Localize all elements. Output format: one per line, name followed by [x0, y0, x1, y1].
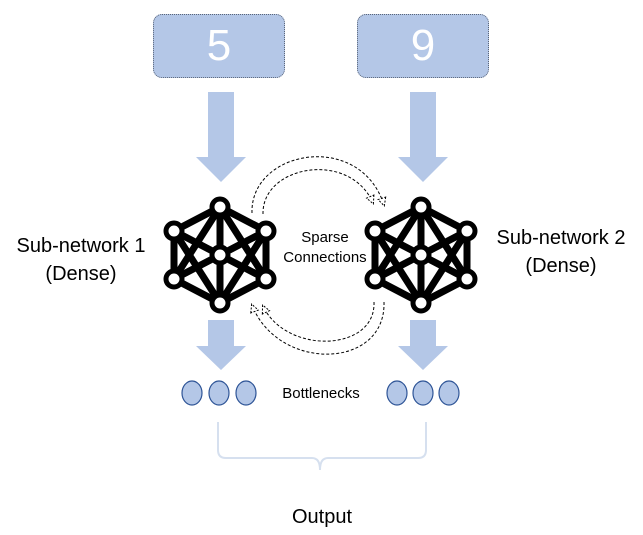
bottleneck-group-left — [181, 380, 257, 406]
input-arrow-left — [196, 92, 246, 182]
output-arrow-right — [398, 320, 448, 370]
network-node — [410, 292, 432, 314]
bottleneck-node — [235, 380, 257, 406]
bottleneck-node — [386, 380, 408, 406]
input-digit-box-right: 9 — [357, 14, 489, 78]
network-node — [364, 220, 386, 242]
bottlenecks-label: Bottlenecks — [282, 385, 360, 402]
subnetwork-2-type: (Dense) — [525, 255, 597, 277]
sparse-connections-label: Sparse Connections — [268, 228, 382, 268]
subnetwork-1-title: Sub-network 1 — [16, 235, 146, 257]
output-label: Output — [291, 506, 353, 528]
bottleneck-node — [438, 380, 460, 406]
output-arrow-left — [196, 320, 246, 370]
neural-network-icon — [163, 196, 277, 314]
subnetwork-2-title: Sub-network 2 — [496, 227, 626, 249]
sparse-connection-arrows — [251, 156, 385, 355]
network-node — [163, 268, 185, 290]
bottleneck-node — [208, 380, 230, 406]
network-node — [410, 244, 432, 266]
sparse-arrow-top-inner — [262, 169, 373, 215]
subnetwork-1-type: (Dense) — [45, 263, 117, 285]
network-node — [255, 220, 277, 242]
network-node — [209, 244, 231, 266]
input-arrow-right — [398, 92, 448, 182]
bottleneck-node — [181, 380, 203, 406]
subnetwork-1-label: Sub-network 1 (Dense) — [6, 232, 156, 288]
sparse-arrow-bottom-inner — [263, 301, 375, 342]
bottleneck-group-right — [386, 380, 460, 406]
bottleneck-node — [412, 380, 434, 406]
network-node — [209, 292, 231, 314]
sparse-arrow-top-outer — [251, 156, 384, 214]
input-digit-box-left: 5 — [153, 14, 285, 78]
network-node — [456, 220, 478, 242]
subnetwork-2-label: Sub-network 2 (Dense) — [485, 224, 637, 280]
network-node — [456, 268, 478, 290]
network-node — [364, 268, 386, 290]
network-node — [163, 220, 185, 242]
sparse-arrow-bottom-outer — [252, 301, 385, 355]
sparse-label-line2: Connections — [283, 249, 367, 266]
output-brace — [217, 422, 427, 471]
network-node — [255, 268, 277, 290]
network-node — [209, 196, 231, 218]
neural-network-icon — [364, 196, 478, 314]
sparse-label-line1: Sparse — [301, 229, 349, 246]
network-node — [410, 196, 432, 218]
